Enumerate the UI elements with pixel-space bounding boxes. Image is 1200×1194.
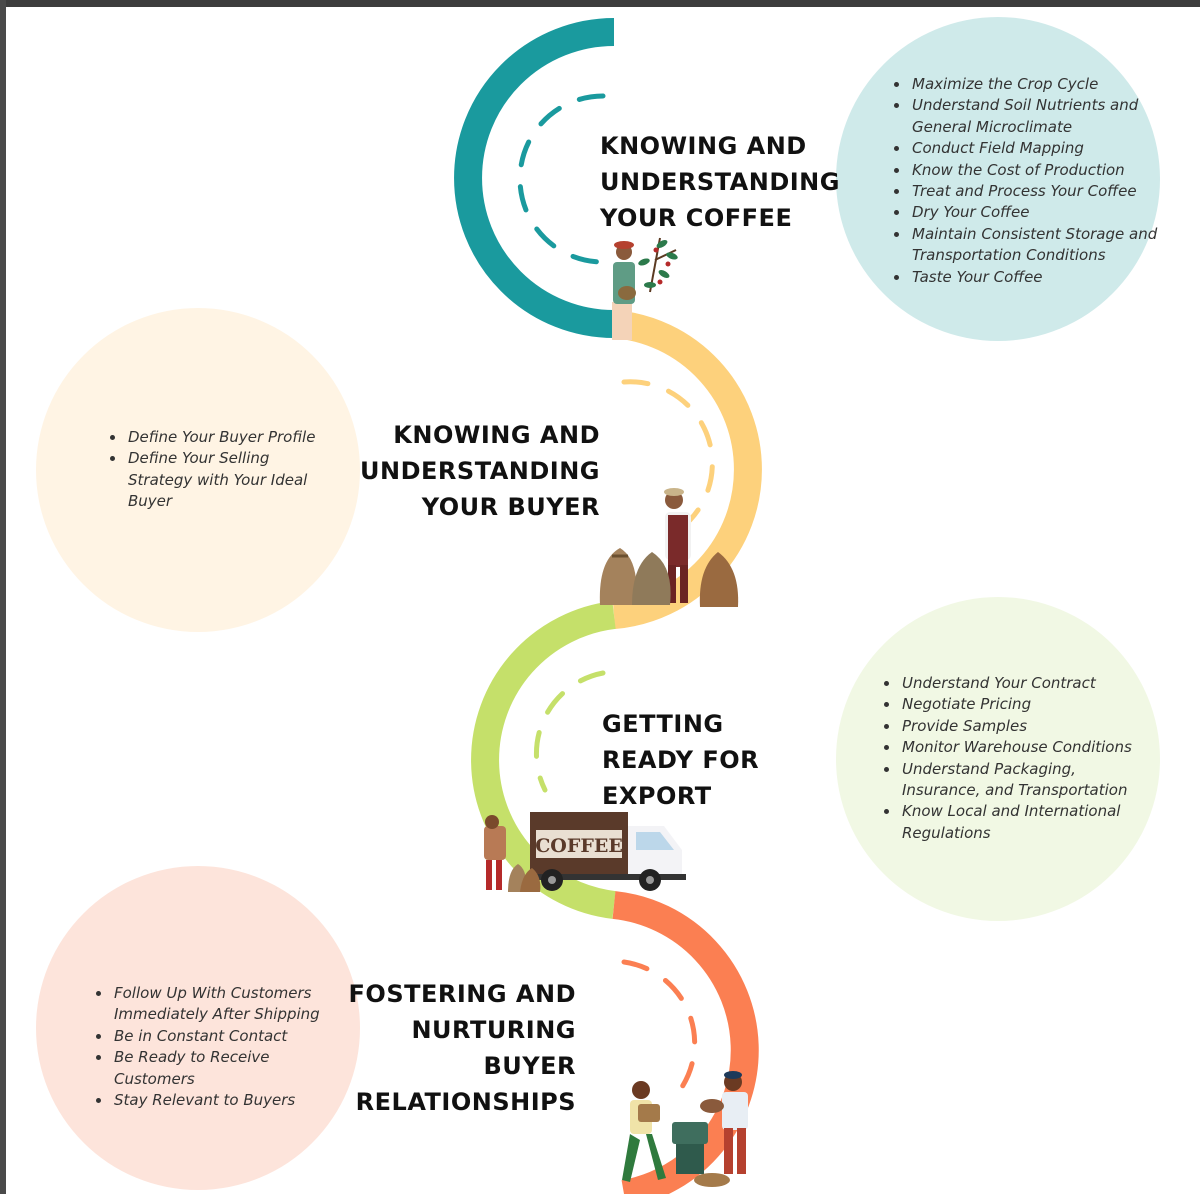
coffee-roasting-workers-icon (622, 1071, 748, 1187)
window-left-border (0, 0, 6, 1194)
step-2-heading-line: KNOWING AND (393, 421, 600, 449)
list-item: Conduct Field Mapping (910, 138, 1160, 159)
list-item: Be in Constant Contact (112, 1026, 332, 1047)
list-item: Define Your Selling Strategy with Your I… (126, 448, 336, 512)
step-4-circle (36, 866, 360, 1190)
step-2-dashes (621, 379, 715, 523)
step-2-arc (612, 310, 762, 629)
step-3-dashes (533, 670, 606, 793)
step-3-heading-line: READY FOR (602, 746, 760, 774)
list-item: Know the Cost of Production (910, 160, 1160, 181)
step-2-heading-line: UNDERSTANDING (360, 457, 600, 485)
step-4-heading-line: BUYER (483, 1052, 576, 1080)
step-2-circle (36, 308, 360, 632)
list-item: Taste Your Coffee (910, 267, 1160, 288)
list-item: Understand Your Contract (900, 673, 1140, 694)
list-item: Understand Packaging, Insurance, and Tra… (900, 759, 1140, 802)
list-item: Negotiate Pricing (900, 694, 1140, 715)
step-4-heading-line: FOSTERING AND (348, 980, 576, 1008)
truck-sign-text: COFFEE (535, 835, 623, 857)
step-4-heading-line: RELATIONSHIPS (355, 1088, 576, 1116)
step-1-heading-line: YOUR COFFEE (600, 204, 793, 232)
step-4-list: Follow Up With Customers Immediately Aft… (90, 983, 332, 1111)
list-item: Follow Up With Customers Immediately Aft… (112, 983, 332, 1026)
list-item: Treat and Process Your Coffee (910, 181, 1160, 202)
window-top-border (0, 0, 1200, 7)
step-1-dashes (517, 93, 606, 265)
list-item: Stay Relevant to Buyers (112, 1090, 332, 1111)
list-item: Monitor Warehouse Conditions (900, 737, 1140, 758)
coffee-delivery-truck-icon (484, 812, 686, 892)
step-1-heading-line: KNOWING AND (600, 132, 807, 160)
step-3-list: Understand Your Contract Negotiate Prici… (878, 673, 1140, 844)
step-1-heading: KNOWING AND UNDERSTANDING YOUR COFFEE (600, 128, 840, 236)
list-item: Be Ready to Receive Customers (112, 1047, 332, 1090)
step-3-heading-line: GETTING (602, 710, 724, 738)
list-item: Understand Soil Nutrients and General Mi… (910, 95, 1160, 138)
list-item: Dry Your Coffee (910, 202, 1160, 223)
step-1-list: Maximize the Crop Cycle Understand Soil … (888, 74, 1160, 288)
farmer-with-coffee-plant-icon (612, 237, 678, 340)
step-1-heading-line: UNDERSTANDING (600, 168, 840, 196)
step-4-dashes (621, 959, 698, 1093)
step-3-circle (836, 597, 1160, 921)
list-item: Provide Samples (900, 716, 1140, 737)
merchant-with-coffee-sacks-icon (599, 488, 739, 607)
step-1-arc (454, 18, 615, 338)
step-4-heading-line: NURTURING (411, 1016, 576, 1044)
step-4-heading: FOSTERING AND NURTURING BUYER RELATIONSH… (349, 976, 576, 1120)
step-2-heading-line: YOUR BUYER (421, 493, 600, 521)
step-3-heading: GETTING READY FOR EXPORT (602, 706, 759, 814)
step-2-heading: KNOWING AND UNDERSTANDING YOUR BUYER (360, 417, 600, 525)
list-item: Know Local and International Regulations (900, 801, 1140, 844)
step-1-circle (836, 17, 1160, 341)
list-item: Maintain Consistent Storage and Transpor… (910, 224, 1160, 267)
step-3-heading-line: EXPORT (602, 782, 712, 810)
step-2-list: Define Your Buyer Profile Define Your Se… (104, 427, 336, 513)
list-item: Define Your Buyer Profile (126, 427, 336, 448)
list-item: Maximize the Crop Cycle (910, 74, 1160, 95)
